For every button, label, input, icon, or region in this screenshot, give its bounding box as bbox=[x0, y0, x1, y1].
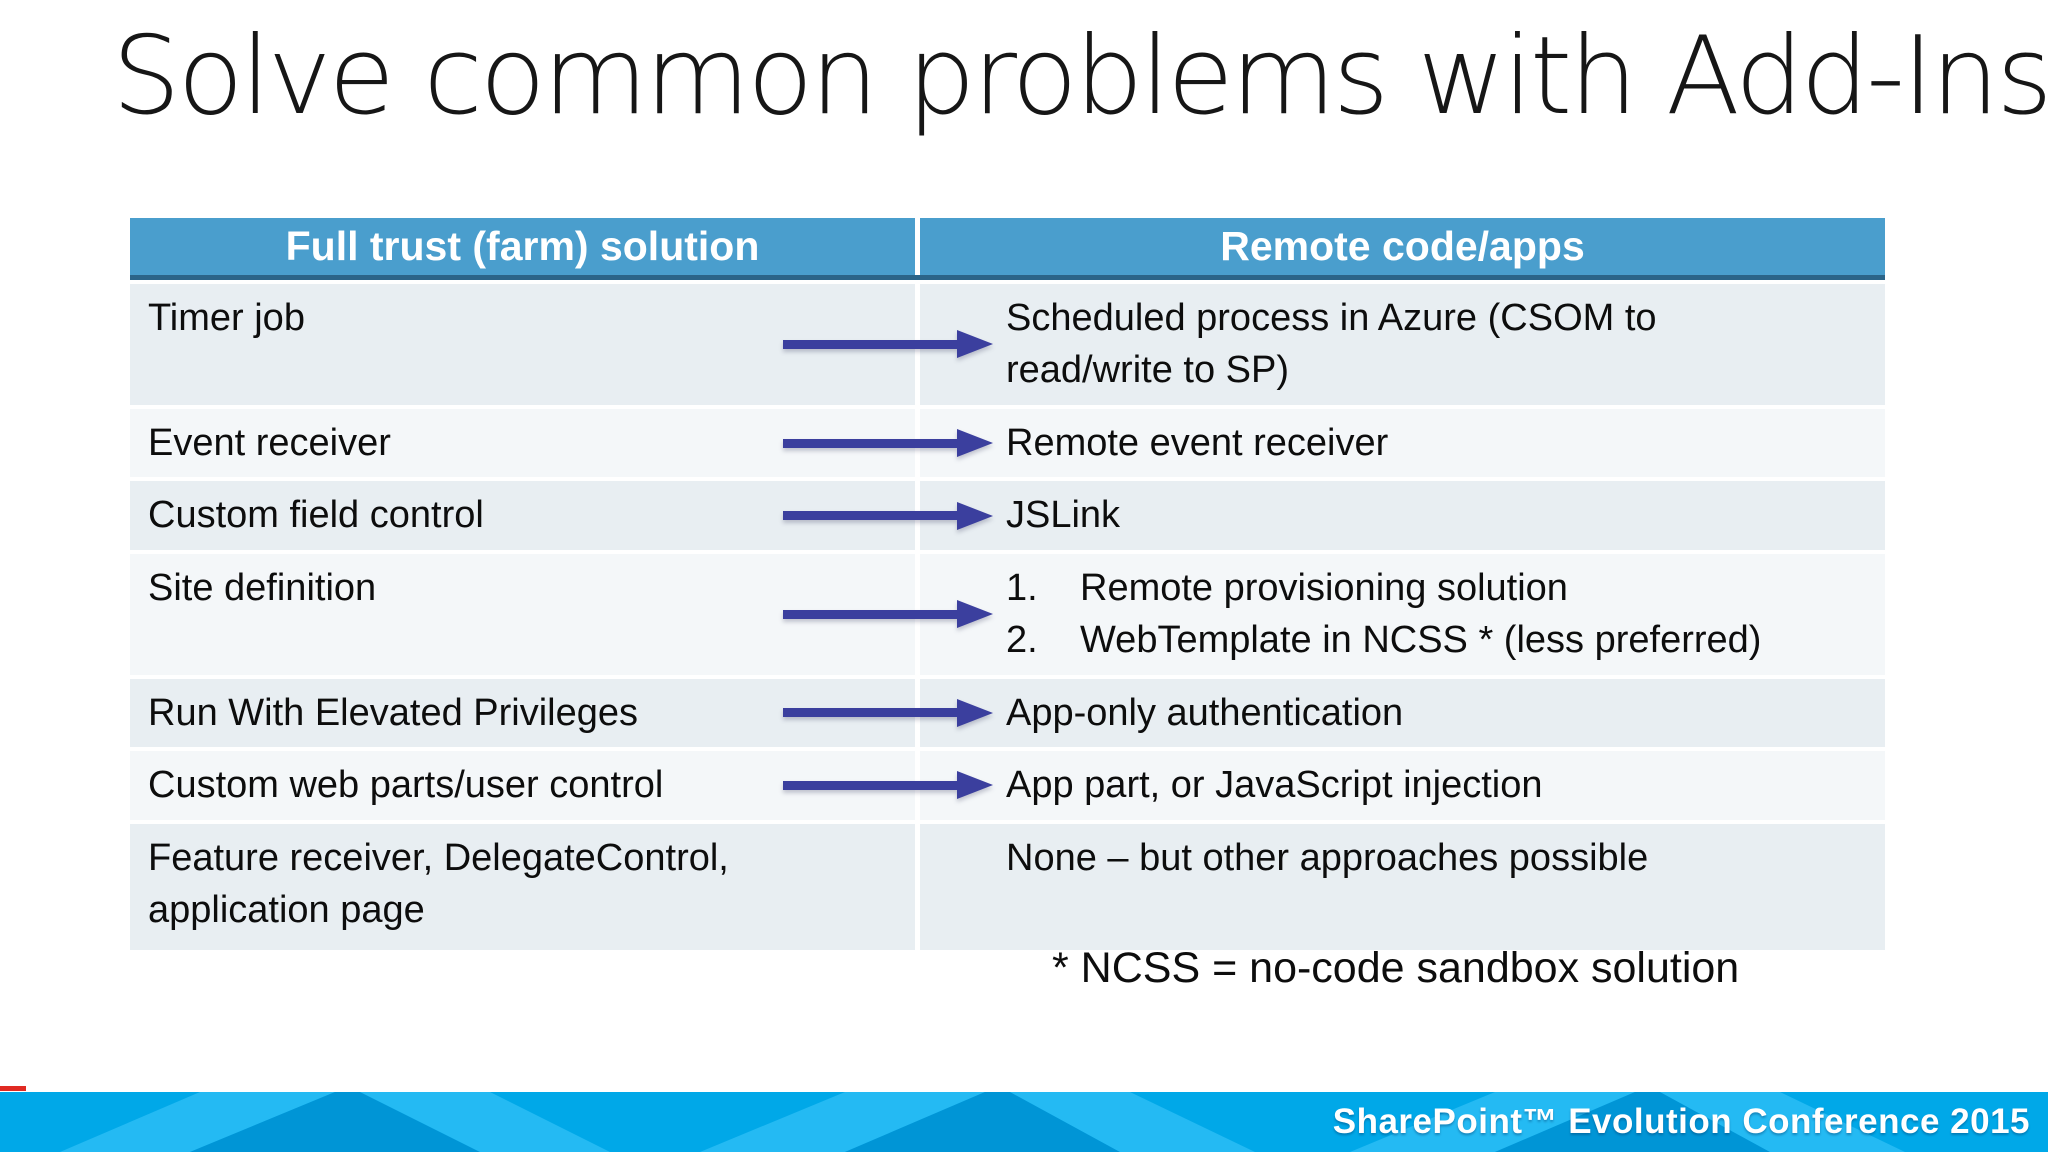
footer-stripes-decoration bbox=[0, 1092, 2048, 1152]
table-header-full-trust: Full trust (farm) solution bbox=[130, 218, 920, 275]
footnote: * NCSS = no-code sandbox solution bbox=[1052, 944, 1740, 992]
row-right-cell: Remote event receiver bbox=[920, 408, 1885, 478]
list-number: 2. bbox=[1006, 619, 1038, 662]
left-cell-line: Custom web parts/user control bbox=[148, 764, 664, 807]
left-cell-line: Feature receiver, DelegateControl, bbox=[148, 836, 729, 879]
table-row: Event receiver Remote event receiver bbox=[130, 408, 1885, 482]
left-cell-line: Event receiver bbox=[148, 421, 391, 464]
table-body: Timer job Scheduled process in Azure (CS… bbox=[130, 284, 1885, 950]
row-left-cell: Timer job bbox=[130, 284, 920, 405]
left-cell-line: Site definition bbox=[148, 566, 377, 609]
table-row: Timer job Scheduled process in Azure (CS… bbox=[130, 284, 1885, 409]
table-header-remote-code: Remote code/apps bbox=[1220, 223, 1585, 269]
row-left-cell: Run With Elevated Privileges bbox=[130, 678, 920, 748]
list-item-text: WebTemplate in NCSS * (less preferred) bbox=[1080, 619, 1762, 662]
numbered-list-item: 2. WebTemplate in NCSS * (less preferred) bbox=[1006, 614, 1865, 666]
row-right-cell: App-only authentication bbox=[920, 678, 1885, 748]
row-right-cell: None – but other approaches possible bbox=[920, 823, 1885, 950]
right-cell-line: read/write to SP) bbox=[1006, 349, 1289, 392]
numbered-list-item: 1. Remote provisioning solution bbox=[1006, 562, 1865, 614]
table-header-row: Full trust (farm) solution Remote code/a… bbox=[130, 218, 1885, 280]
left-cell-line: application page bbox=[148, 888, 425, 931]
row-right-cell: Scheduled process in Azure (CSOM to read/… bbox=[920, 284, 1885, 405]
table-row: Custom web parts/user control App part, … bbox=[130, 751, 1885, 824]
footer-conference-label: SharePoint™ Evolution Conference 2015 bbox=[1332, 1102, 2030, 1141]
right-cell-line: Remote event receiver bbox=[1006, 421, 1389, 464]
left-cell-line: Run With Elevated Privileges bbox=[148, 691, 638, 734]
row-right-cell: App part, or JavaScript injection bbox=[920, 751, 1885, 820]
list-number: 1. bbox=[1006, 566, 1038, 609]
right-cell-line: None – but other approaches possible bbox=[1006, 836, 1649, 879]
table-row: Run With Elevated Privileges App-only au… bbox=[130, 678, 1885, 752]
row-left-cell: Custom field control bbox=[130, 481, 920, 550]
right-cell-line: App part, or JavaScript injection bbox=[1006, 764, 1543, 807]
row-left-cell: Event receiver bbox=[130, 408, 920, 478]
right-cell-line: JSLink bbox=[1006, 494, 1121, 537]
table-row: Site definition 1. Remote provisioning so… bbox=[130, 553, 1885, 679]
row-right-cell: JSLink bbox=[920, 481, 1885, 550]
slide-title: Solve common problems with Add-Ins bbox=[112, 14, 2048, 139]
list-item-text: Remote provisioning solution bbox=[1080, 566, 1568, 609]
row-left-cell: Custom web parts/user control bbox=[130, 751, 920, 820]
row-left-cell: Feature receiver, DelegateControl, applic… bbox=[130, 823, 920, 950]
left-cell-line: Timer job bbox=[148, 297, 305, 339]
table-row: Custom field control JSLink bbox=[130, 481, 1885, 554]
artifact-mark bbox=[0, 1086, 26, 1091]
row-right-cell: 1. Remote provisioning solution 2. WebTempl… bbox=[920, 553, 1885, 675]
table-row: Feature receiver, DelegateControl, applic… bbox=[130, 823, 1885, 950]
comparison-table: Full trust (farm) solution Remote code/a… bbox=[130, 218, 1885, 950]
left-cell-line: Custom field control bbox=[148, 494, 484, 537]
right-cell-line: App-only authentication bbox=[1006, 691, 1404, 734]
row-left-cell: Site definition bbox=[130, 553, 920, 675]
right-cell-line: Scheduled process in Azure (CSOM to bbox=[1006, 297, 1657, 339]
footer-bar: SharePoint™ Evolution Conference 2015 bbox=[0, 1092, 2048, 1152]
